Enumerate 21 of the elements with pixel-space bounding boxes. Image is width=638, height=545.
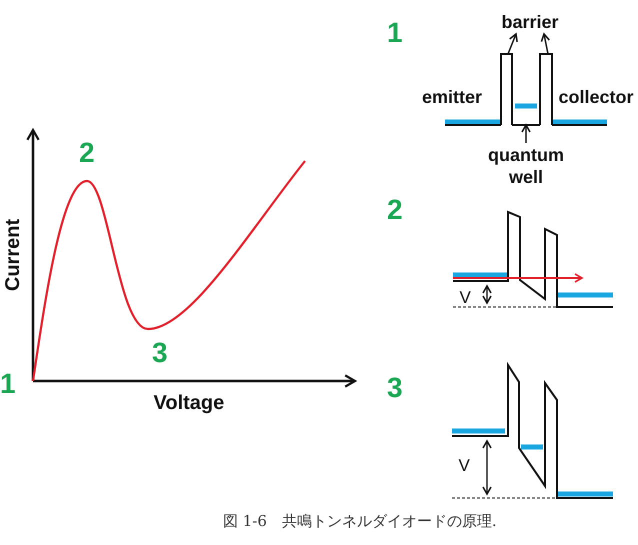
barrier-wall: [500, 53, 513, 125]
region-label: emitter: [422, 88, 482, 106]
caption: 図 1-6 共鳴トンネルダイオードの原理.: [223, 514, 497, 528]
panel-number: 3: [387, 374, 403, 402]
voltage-label: V: [460, 288, 471, 306]
point-label: 3: [152, 339, 168, 367]
axis-label: Voltage: [154, 393, 224, 413]
leader-line: [507, 33, 518, 54]
voltage-label: V: [458, 456, 470, 474]
callout-label: barrier: [501, 11, 559, 33]
quantum-well-drawing: [512, 104, 540, 126]
axis-label: Current: [3, 218, 24, 292]
point-label: 2: [79, 139, 95, 167]
leader-line: [540, 33, 550, 54]
leader-line: [521, 124, 531, 143]
barrier-wall: [539, 53, 553, 125]
panel-number: 1: [387, 19, 403, 47]
callout-label: quantum well: [487, 144, 565, 188]
region-label: collector: [558, 88, 634, 106]
panel-number: 2: [387, 196, 403, 224]
point-label: 1: [0, 370, 16, 398]
